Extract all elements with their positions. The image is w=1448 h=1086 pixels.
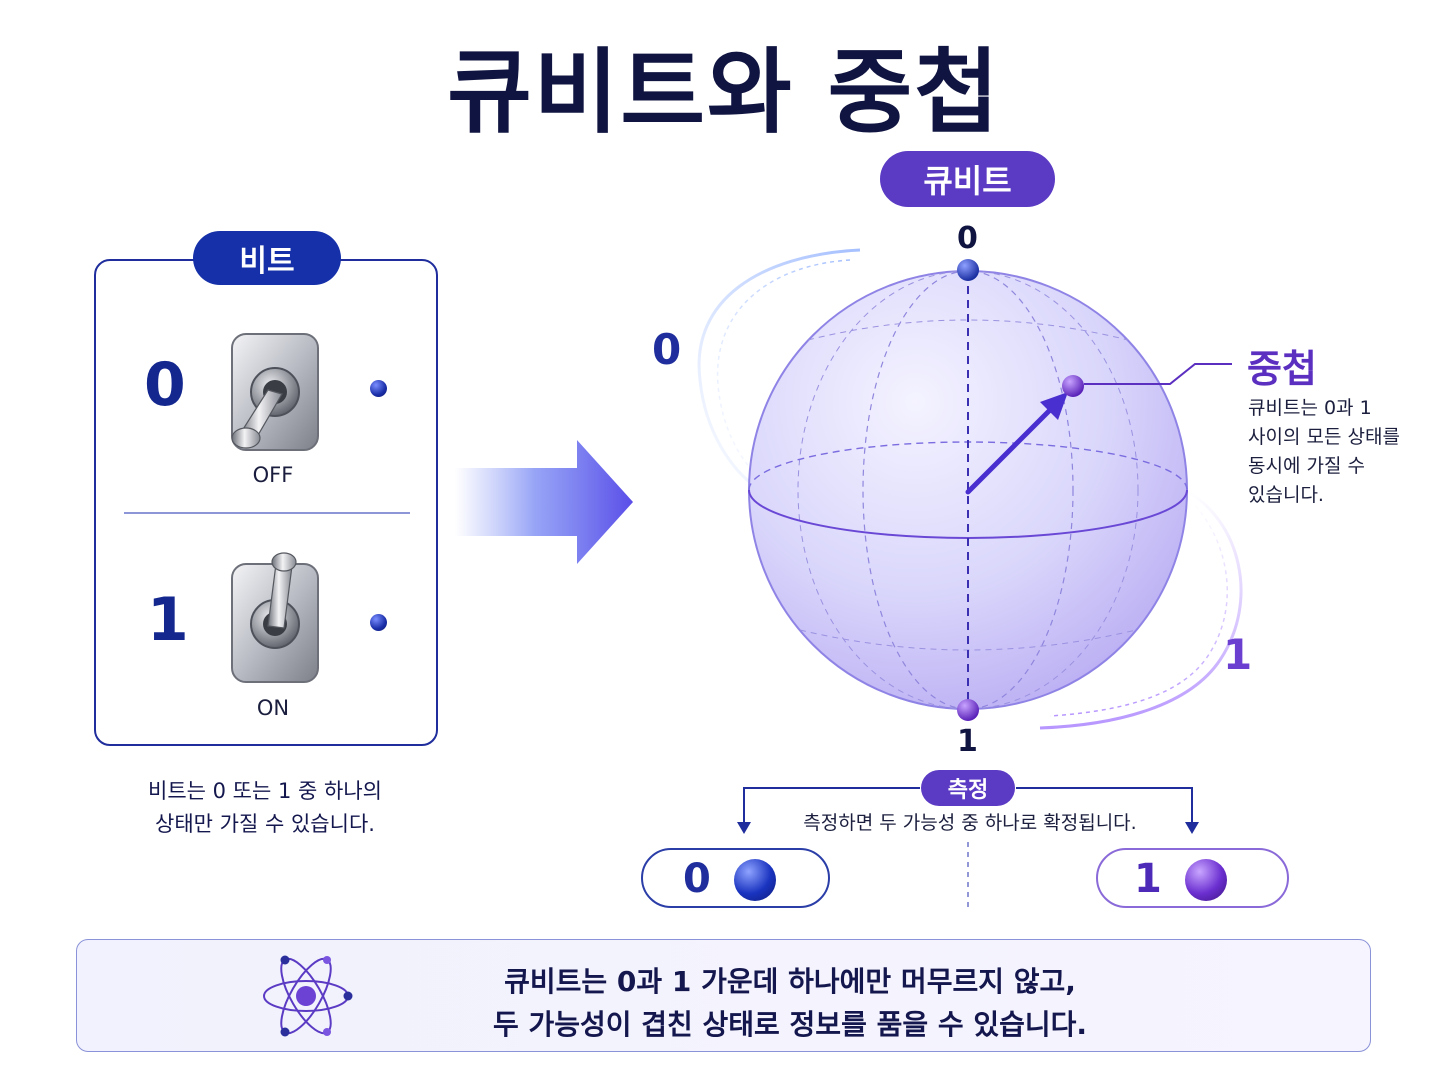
measurement-arrows — [737, 787, 1199, 912]
result-zero-ball — [734, 859, 776, 901]
superposition-desc-line1: 큐비트는 0과 1 — [1248, 397, 1372, 419]
qubit-label-pill: 큐비트 — [880, 151, 1055, 207]
qubit-left-label: 0 — [652, 325, 682, 374]
bit-divider — [124, 512, 410, 514]
summary-box — [76, 939, 1371, 1052]
measurement-text: 측정하면 두 가능성 중 하나로 확정됩니다. — [803, 812, 1137, 834]
superposition-desc-line4: 있습니다. — [1248, 484, 1324, 506]
atom-icon — [263, 955, 353, 1037]
bit-zero-digit: 0 — [144, 350, 186, 420]
superposition-description: 큐비트는 0과 1 사이의 모든 상태를 동시에 가질 수 있습니다. — [1248, 394, 1438, 510]
superposition-title: 중첩 — [1247, 347, 1317, 391]
bit-label-pill: 비트 — [193, 231, 341, 285]
switch-on-label: ON — [256, 696, 290, 720]
bit-caption-line2: 상태만 가질 수 있습니다. — [155, 812, 375, 836]
arrow-right-icon — [455, 440, 633, 564]
bit-caption: 비트는 0 또는 1 중 하나의 상태만 가질 수 있습니다. — [120, 775, 410, 841]
result-zero-digit: 0 — [683, 856, 711, 902]
measurement-label-pill: 측정 — [921, 770, 1015, 806]
bit-one-dot — [370, 614, 387, 631]
bloch-sphere — [697, 248, 1243, 730]
bit-caption-line1: 비트는 0 또는 1 중 하나의 — [148, 779, 382, 803]
qubit-right-label: 1 — [1223, 630, 1253, 679]
summary-line2: 두 가능성이 겹친 상태로 정보를 품을 수 있습니다. — [492, 1008, 1088, 1041]
bit-zero-dot — [370, 380, 387, 397]
bit-one-digit: 1 — [147, 585, 189, 655]
result-zero-box: 0 — [641, 848, 830, 908]
page-title: 큐비트와 중첩 — [447, 39, 1001, 146]
superposition-desc-line3: 동시에 가질 수 — [1248, 455, 1365, 477]
toggle-switch-icon — [231, 333, 319, 451]
qubit-bottom-pole-label: 1 — [957, 724, 978, 759]
switch-off-label: OFF — [252, 463, 294, 487]
toggle-switch-icon — [231, 552, 319, 683]
result-one-digit: 1 — [1134, 856, 1162, 902]
summary-line1: 큐비트는 0과 1 가운데 하나에만 머무르지 않고, — [504, 965, 1076, 998]
qubit-top-pole-label: 0 — [957, 221, 978, 256]
result-one-ball — [1185, 859, 1227, 901]
superposition-desc-line2: 사이의 모든 상태를 — [1248, 426, 1400, 448]
result-one-box: 1 — [1096, 848, 1289, 908]
